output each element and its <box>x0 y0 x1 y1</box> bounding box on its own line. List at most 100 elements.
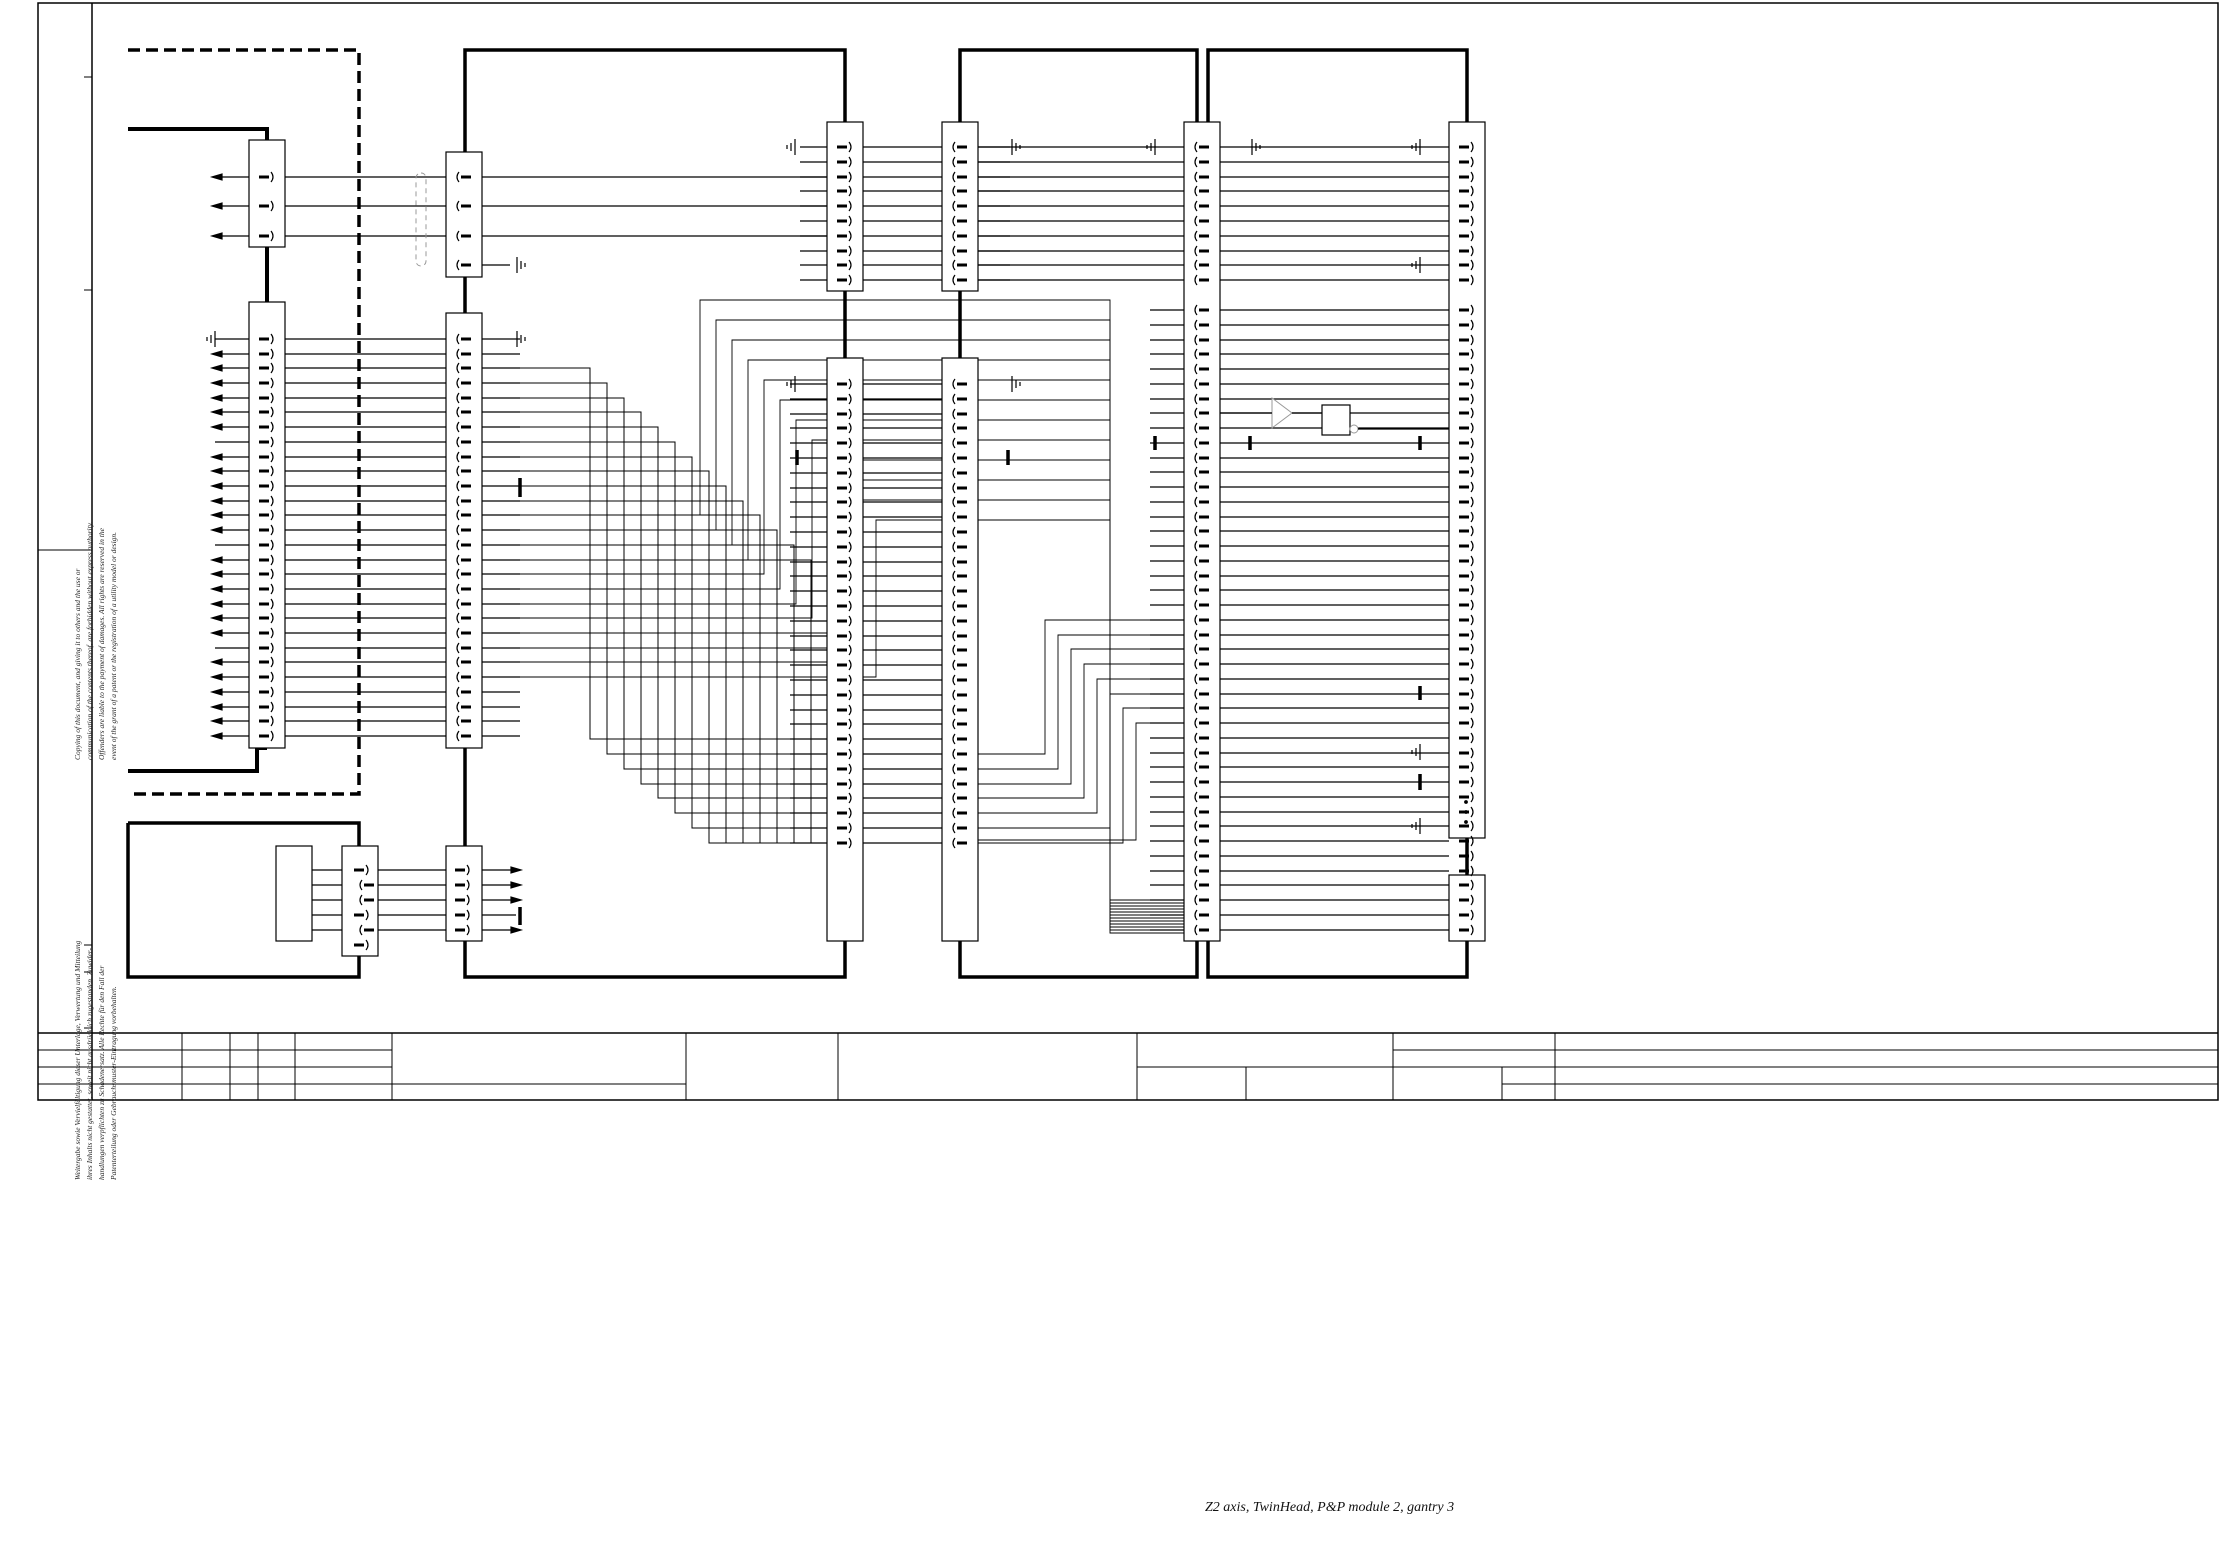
pin-socket <box>1194 820 1198 832</box>
cable-top-2 <box>958 48 1199 122</box>
pin-contact <box>259 660 269 664</box>
pin-contact <box>1199 928 1209 932</box>
pin-socket <box>1470 879 1474 891</box>
pin-contact <box>461 513 471 517</box>
pin-socket <box>1470 747 1474 759</box>
pin-socket <box>1194 924 1198 936</box>
pin-socket <box>1194 776 1198 788</box>
symbols <box>206 139 1468 925</box>
routed-wire <box>482 379 1184 913</box>
pin-contact <box>1459 780 1469 784</box>
pin-socket <box>270 362 274 374</box>
pin-contact <box>1459 559 1469 563</box>
pin-socket <box>270 200 274 212</box>
pin-contact <box>957 263 967 267</box>
pin-socket <box>848 141 852 153</box>
pin-contact <box>461 690 471 694</box>
pin-contact <box>1459 647 1469 651</box>
pin-socket <box>1194 378 1198 390</box>
pin-socket <box>1194 761 1198 773</box>
pin-contact <box>837 678 847 682</box>
pin-contact <box>837 545 847 549</box>
pin-socket <box>456 642 460 654</box>
pin-socket <box>1470 171 1474 183</box>
connector-col6 <box>1448 121 1486 839</box>
pin-contact <box>957 737 967 741</box>
pin-socket <box>1194 791 1198 803</box>
pin-socket <box>1470 791 1474 803</box>
pin-socket <box>848 674 852 686</box>
pin-contact <box>1459 869 1469 873</box>
pin-socket <box>270 333 274 345</box>
pin-socket <box>456 421 460 433</box>
pin-contact <box>1459 485 1469 489</box>
pin-contact <box>259 690 269 694</box>
pin-socket <box>952 600 956 612</box>
pin-socket <box>270 480 274 492</box>
pin-contact <box>837 500 847 504</box>
pin-contact <box>1459 175 1469 179</box>
pin-socket <box>952 570 956 582</box>
pin-socket <box>1194 850 1198 862</box>
pin-contact <box>455 898 465 902</box>
pin-contact <box>1199 869 1209 873</box>
routed-wire <box>482 359 1184 910</box>
pin-contact <box>837 841 847 845</box>
pin-contact <box>1199 913 1209 917</box>
pin-socket <box>1194 658 1198 670</box>
pin-socket <box>1194 393 1198 405</box>
pin-socket <box>270 451 274 463</box>
pin-socket <box>1194 688 1198 700</box>
pin-socket <box>456 406 460 418</box>
pin-contact <box>957 160 967 164</box>
pin-contact <box>259 734 269 738</box>
pin-socket <box>952 733 956 745</box>
pin-socket <box>270 701 274 713</box>
pin-socket <box>1194 909 1198 921</box>
pin-socket <box>1470 274 1474 286</box>
amplifier-icon <box>1271 397 1293 429</box>
pin-socket <box>952 156 956 168</box>
pin-socket <box>270 568 274 580</box>
pin-contact <box>957 441 967 445</box>
pin-contact <box>1199 706 1209 710</box>
pin-contact <box>461 455 471 459</box>
pin-contact <box>461 719 471 723</box>
pin-socket <box>1470 614 1474 626</box>
pin-contact <box>1199 470 1209 474</box>
pin-contact <box>259 631 269 635</box>
pin-contact <box>957 500 967 504</box>
ellipsis-icon <box>1464 800 1468 804</box>
shield-icon <box>415 172 427 267</box>
pin-contact <box>1199 662 1209 666</box>
pin-socket <box>270 686 274 698</box>
pin-contact <box>1459 278 1469 282</box>
pin-socket <box>1470 407 1474 419</box>
pin-contact <box>461 469 471 473</box>
pin-socket <box>1470 525 1474 537</box>
pin-socket <box>365 909 369 921</box>
pin-contact <box>461 396 471 400</box>
pin-contact <box>1199 618 1209 622</box>
pin-contact <box>957 219 967 223</box>
pin-contact <box>461 705 471 709</box>
copyright-note-de: Weitergabe sowie Vervielfältigung dieser… <box>73 940 118 1180</box>
pin-socket <box>1194 879 1198 891</box>
pin-socket <box>848 230 852 242</box>
pin-socket <box>1470 185 1474 197</box>
pin-socket <box>270 495 274 507</box>
arrow-head <box>209 732 223 740</box>
pin-socket <box>1194 643 1198 655</box>
pin-contact <box>957 767 967 771</box>
pin-socket <box>1470 776 1474 788</box>
pin-socket <box>1194 452 1198 464</box>
pin-socket <box>1470 717 1474 729</box>
arrow-head <box>209 629 223 637</box>
arrow-head <box>209 453 223 461</box>
pin-contact <box>1199 338 1209 342</box>
pin-contact <box>1199 765 1209 769</box>
routed-wire <box>482 514 827 844</box>
pin-socket <box>359 894 363 906</box>
arrow-head <box>209 600 223 608</box>
pin-contact <box>461 734 471 738</box>
